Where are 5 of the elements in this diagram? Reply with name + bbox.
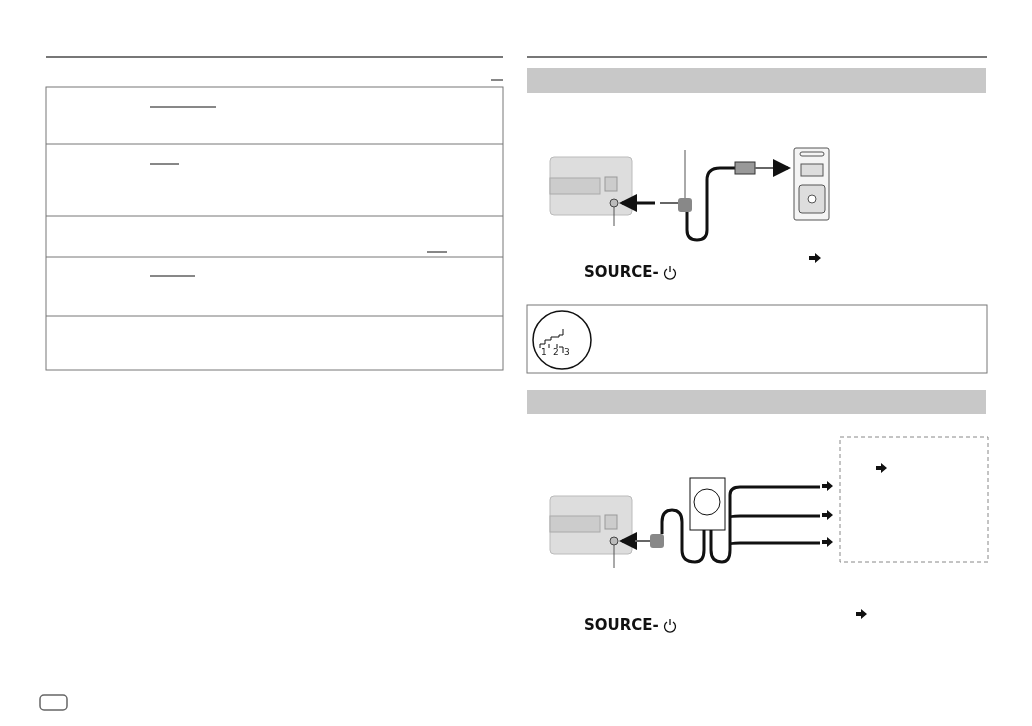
button-label: SOURCE- [584, 263, 659, 281]
callout-number: 3 [564, 347, 570, 357]
callout-number: 2 [553, 347, 559, 357]
callout-number: 1 [541, 347, 547, 357]
button-label: SOURCE- [584, 616, 659, 634]
